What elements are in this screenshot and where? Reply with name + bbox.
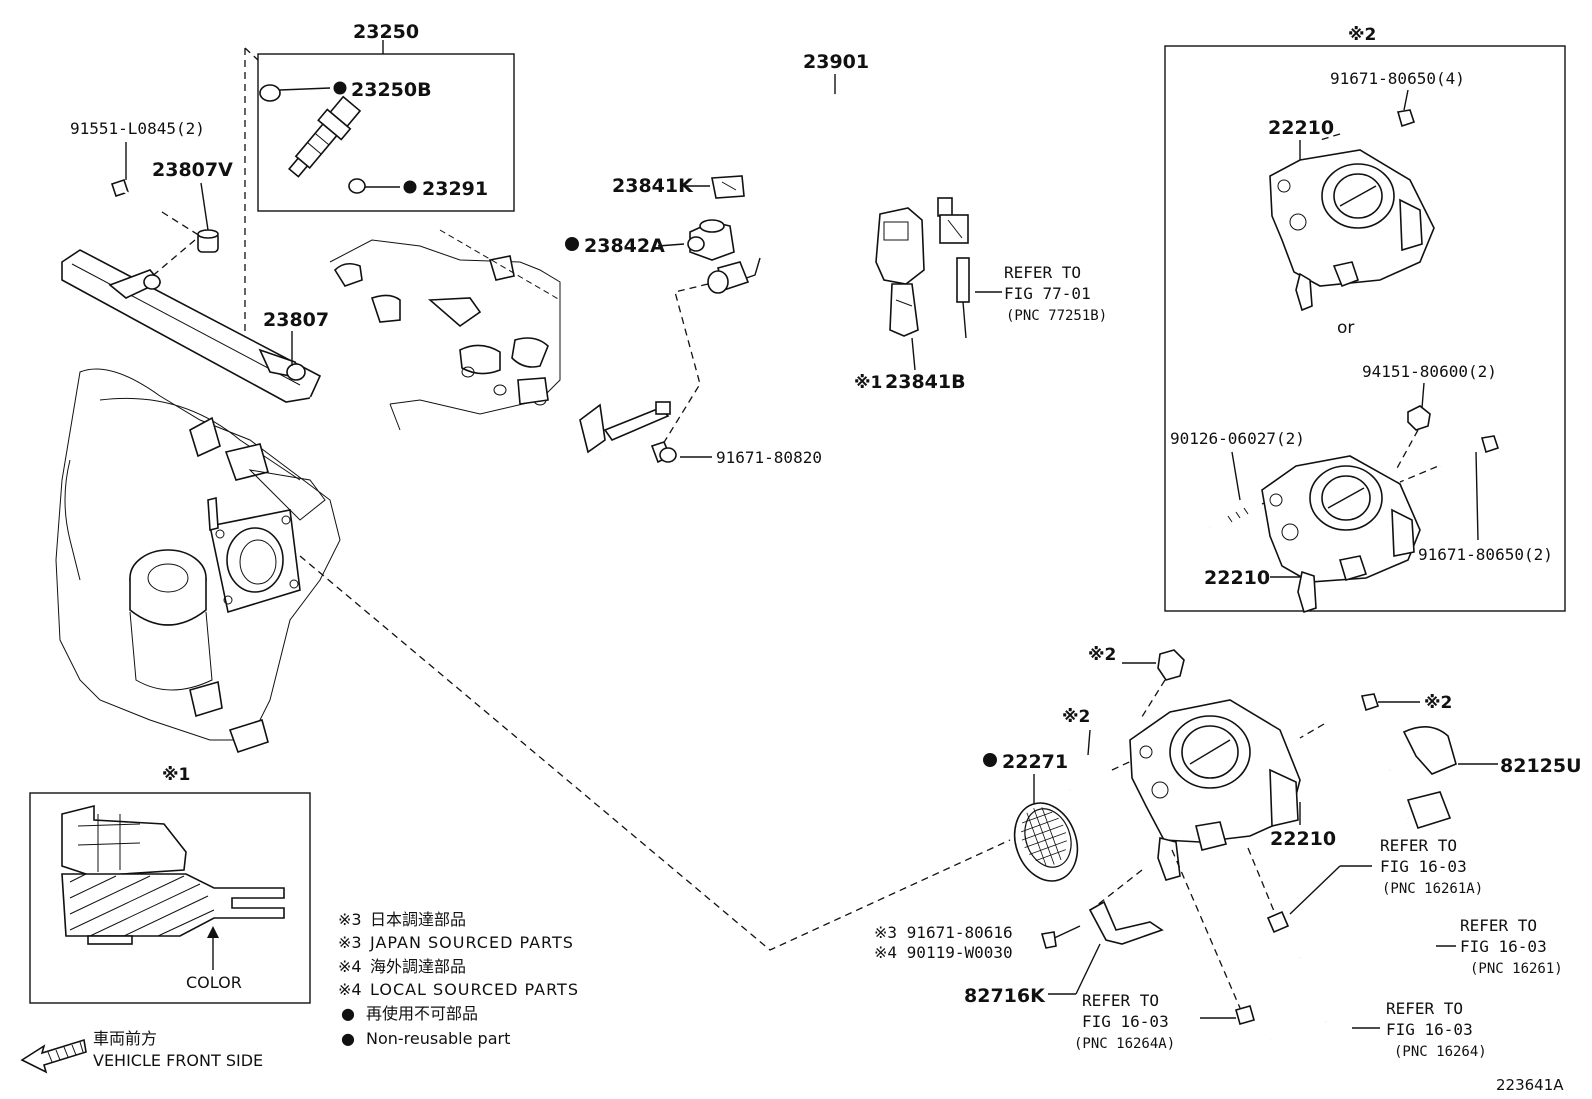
fuel-rail-23807: [61, 249, 671, 458]
label-23291: 23291: [422, 178, 488, 200]
bracket-82716K: [1088, 900, 1164, 945]
front-label-en: VEHICLE FRONT SIDE: [93, 1051, 263, 1070]
label-91671-80820: 91671-80820: [716, 448, 822, 467]
clip-23841K: [711, 175, 745, 199]
label-23250B: 23250B: [351, 79, 432, 101]
gasket-22271: [1013, 802, 1079, 882]
label-82716K: 82716K: [964, 985, 1046, 1007]
connector-23841B: [875, 207, 925, 337]
alt-throttle-box: [1164, 45, 1566, 612]
bolt-91671-80650-4: [1341, 109, 1416, 136]
mark2-bolt: ※2: [1424, 693, 1452, 713]
front-arrow-icon: [20, 1038, 87, 1074]
connector-82125U: [1384, 726, 1457, 829]
label-22210-b: 22210: [1204, 567, 1270, 589]
label-or: or: [1337, 318, 1354, 338]
inset-box: [29, 792, 311, 1004]
label-94151: 94151-80600(2): [1362, 362, 1497, 381]
label-90126: 90126-06027(2): [1170, 429, 1305, 448]
label-91671-80650-2: 91671-80650(2): [1418, 545, 1553, 564]
label-23807V: 23807V: [152, 159, 233, 181]
bolt-91671-80820: [650, 441, 677, 464]
insulator-23807V: [197, 229, 219, 253]
label-82125U: 82125U: [1500, 755, 1582, 777]
legend-text-5: 再使用不可部品: [366, 1004, 478, 1023]
refer-16264A-fig: FIG 16-03: [1082, 1012, 1169, 1031]
sensor-tube: [956, 257, 970, 339]
front-label-jp: 車両前方: [93, 1029, 157, 1048]
label-23807: 23807: [263, 309, 329, 331]
refer-16264-fig: FIG 16-03: [1386, 1020, 1473, 1039]
legend-text-1: 日本調達部品: [370, 910, 466, 929]
intake-manifold: [55, 368, 341, 754]
box2-mark: ※2: [1348, 25, 1376, 45]
legend-mark-1: ※3: [338, 910, 362, 929]
hose-16261A: [1266, 910, 1290, 934]
legend-mark-4: ※4: [338, 980, 362, 999]
legend: ※3 日本調達部品 ※3 JAPAN SOURCED PARTS ※4 海外調達…: [338, 910, 579, 1048]
label-91551: 91551-L0845(2): [70, 119, 205, 138]
inset-color-label: COLOR: [186, 973, 242, 992]
throttle-body-alt-2: [1261, 455, 1421, 614]
legend-mark-3: ※4: [338, 957, 362, 976]
refer-16264A-pnc: (PNC 16264A): [1074, 1036, 1175, 1052]
refer-16261A-fig: FIG 16-03: [1380, 857, 1467, 876]
hose-16261: [1295, 937, 1434, 985]
mark2-stud: ※2: [1062, 707, 1090, 727]
injector-box: [257, 40, 515, 212]
label-91671-80650-4: 91671-80650(4): [1330, 69, 1465, 88]
refer-16264-pnc: (PNC 16264): [1394, 1044, 1487, 1060]
label-22271: 22271: [1002, 751, 1068, 773]
legend-mark-5: ●: [341, 1004, 355, 1023]
inset-mark: ※1: [162, 765, 190, 785]
legend-mark-2: ※3: [338, 933, 362, 952]
label-23841B: 23841B: [885, 371, 966, 393]
legend-text-4: LOCAL SOURCED PARTS: [370, 980, 579, 999]
bolt-91551: [110, 178, 163, 214]
legend-text-2: JAPAN SOURCED PARTS: [369, 933, 574, 952]
nut-top: [1157, 649, 1185, 681]
label-22210-c: 22210: [1270, 828, 1336, 850]
refer-77-pnc: (PNC 77251B): [1006, 308, 1107, 324]
hose-16264: [1266, 1018, 1347, 1082]
legend-text-6: Non-reusable part: [366, 1029, 510, 1048]
legend-text-3: 海外調達部品: [370, 957, 466, 976]
refer-16264A-title: REFER TO: [1082, 991, 1159, 1010]
refer-77-title: REFER TO: [1004, 263, 1081, 282]
throttle-body-main: [1129, 699, 1301, 881]
refer-16261-pnc: (PNC 16261): [1470, 961, 1563, 977]
legend-mark-6: ●: [341, 1029, 355, 1048]
grommet-23842A: [687, 219, 735, 261]
refer-77-fig: FIG 77-01: [1004, 284, 1091, 303]
refer-16264-title: REFER TO: [1386, 999, 1463, 1018]
label-22210-a: 22210: [1268, 117, 1334, 139]
stud-90126: [1209, 502, 1263, 530]
label-23901: 23901: [803, 51, 869, 73]
harness-23901: [707, 94, 969, 294]
bolt-91671-80650-2: [1439, 435, 1500, 468]
nut-94151: [1407, 405, 1431, 431]
label-90119: ※4 90119-W0030: [874, 943, 1013, 962]
refer-16261A-title: REFER TO: [1380, 836, 1457, 855]
bolt-91671-80616: [1040, 925, 1081, 949]
label-91671-80616: ※3 91671-80616: [874, 923, 1013, 942]
mark2-nut: ※2: [1088, 645, 1116, 665]
refer-16261-fig: FIG 16-03: [1460, 937, 1547, 956]
figure-id: 223641A: [1496, 1076, 1564, 1094]
label-23250: 23250: [353, 21, 419, 43]
refer-16261-title: REFER TO: [1460, 916, 1537, 935]
throttle-body-alt-1: [1269, 149, 1435, 312]
engine-head-outline: [329, 229, 561, 431]
label-23841K: 23841K: [612, 175, 694, 197]
label-23842A: 23842A: [584, 235, 665, 257]
label-23841B-mark: ※1: [854, 373, 882, 393]
bolt-main-top: [1323, 693, 1380, 726]
refer-16261A-pnc: (PNC 16261A): [1382, 881, 1483, 897]
stud-main: [1069, 768, 1113, 792]
hose-16264A: [1235, 1005, 1255, 1025]
inset-connector: [61, 804, 285, 945]
